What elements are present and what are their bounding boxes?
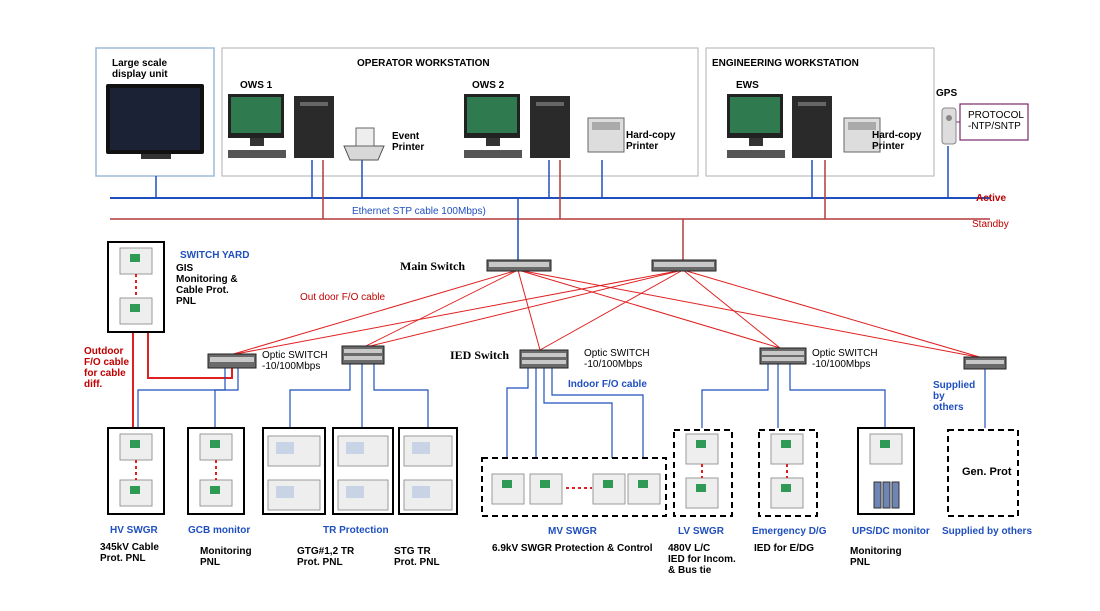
ethernet-label: Ethernet STP cable 100Mbps): [352, 206, 486, 217]
hv-swgr-title: HV SWGR: [110, 525, 158, 536]
ows1-label: OWS 1: [240, 80, 273, 91]
emergency-dg-title: Emergency D/G: [752, 526, 827, 537]
mv-swgr-frame: [481, 457, 667, 517]
indoor-fo-label: Indoor F/O cable: [568, 379, 647, 390]
standby-droppers: [322, 160, 826, 262]
active-droppers: [155, 146, 949, 262]
panel-frames: [107, 241, 915, 515]
supplied-by-others-top-label: Supplied by others: [933, 380, 976, 413]
hv-swgr-frame: [107, 427, 165, 515]
switch-yard-title: SWITCH YARD: [180, 250, 250, 261]
ups-desc: Monitoring PNL: [850, 546, 902, 568]
ied-screens: [130, 254, 890, 494]
gen-prot-label: Gen. Prot: [962, 466, 1012, 478]
outdoor-fo-label: Out door F/O cable: [300, 292, 386, 303]
tr-stg-desc: STG TR Prot. PNL: [394, 546, 440, 568]
active-label: Active: [976, 193, 1007, 204]
ows1-icon: [228, 94, 334, 158]
ows2-label: OWS 2: [472, 80, 505, 91]
switch-devices: [207, 259, 1007, 370]
ups-modules: [873, 481, 900, 509]
engineering-ws-title: ENGINEERING WORKSTATION: [712, 58, 859, 69]
ows2-icon: [464, 94, 570, 158]
event-printer-icon: [343, 127, 385, 161]
event-printer-label: Event Printer: [392, 131, 425, 153]
emergency-dg-frame: [758, 429, 818, 517]
ews-label: EWS: [736, 80, 759, 91]
gcb-frame: [187, 427, 245, 515]
hardcopy-printer-2-icon: [843, 117, 881, 153]
gcb-desc: Monitoring PNL: [200, 546, 252, 568]
standby-label: Standby: [972, 219, 1009, 230]
large-display-label: Large scale display unit: [112, 58, 168, 80]
lv-swgr-desc: 480V L/C IED for Incom. & Bus tie: [668, 543, 736, 576]
emergency-dg-desc: IED for E/DG: [754, 543, 815, 554]
ied-switch-label: IED Switch: [450, 348, 510, 362]
hardcopy-printer-1-icon: [587, 117, 625, 153]
outdoor-fo-diff-label: Outdoor F/O cable for cable diff.: [84, 346, 130, 390]
tr-screens: [276, 442, 430, 498]
hardcopy-printer-2-label: Hard-copy Printer: [872, 130, 922, 152]
supplied-by-others-title: Supplied by others: [942, 526, 1033, 537]
dashed-frames: [481, 429, 1019, 517]
ied-switch-dev: [519, 349, 569, 369]
lv-swgr-title: LV SWGR: [678, 526, 724, 537]
main-switch-label: Main Switch: [400, 259, 466, 273]
tr3-frame: [398, 427, 458, 515]
tr1-frame: [262, 427, 326, 515]
gps-label: GPS: [936, 88, 958, 99]
ied-stack-links: [135, 274, 788, 489]
gen-prot-frame: [947, 429, 1019, 517]
tr-switch-dev: [341, 345, 385, 365]
optic-switch-1-label: Optic SWITCH -10/100Mbps: [262, 350, 328, 372]
ups-title: UPS/DC monitor: [852, 526, 930, 537]
optic-switch-3-dev: [759, 347, 807, 365]
ews-icon: [727, 94, 832, 158]
tr-protection-title: TR Protection: [323, 525, 389, 536]
protocol-label: PROTOCOL -NTP/SNTP: [968, 110, 1024, 132]
lv-swgr-frame: [673, 429, 733, 517]
outdoor-fiber-diff: [132, 333, 233, 428]
protocol-box: [959, 103, 1029, 141]
mv-swgr-desc: 6.9kV SWGR Protection & Control: [492, 543, 653, 554]
panel-downlinks: [137, 362, 986, 458]
gcb-title: GCB monitor: [188, 525, 251, 536]
tr-gtg-desc: GTG#1,2 TR Prot. PNL: [297, 546, 355, 568]
optic-switch-3-label: Optic SWITCH -10/100Mbps: [812, 348, 878, 370]
hv-swgr-desc: 345kV Cable Prot. PNL: [100, 542, 159, 564]
hardcopy-printer-1-label: Hard-copy Printer: [626, 130, 676, 152]
fiber-mesh: [229, 269, 984, 359]
optic-switch-2-label: Optic SWITCH -10/100Mbps: [584, 348, 650, 370]
ups-frame: [857, 427, 915, 515]
switch-yard-frame: [107, 241, 165, 333]
gis-label: GIS Monitoring & Cable Prot. PNL: [176, 263, 238, 307]
mv-swgr-title: MV SWGR: [548, 526, 597, 537]
large-display-icon: [106, 84, 204, 159]
tr2-frame: [332, 427, 394, 515]
gps-antenna-icon: [941, 107, 957, 145]
operator-ws-title: OPERATOR WORKSTATION: [357, 58, 490, 69]
